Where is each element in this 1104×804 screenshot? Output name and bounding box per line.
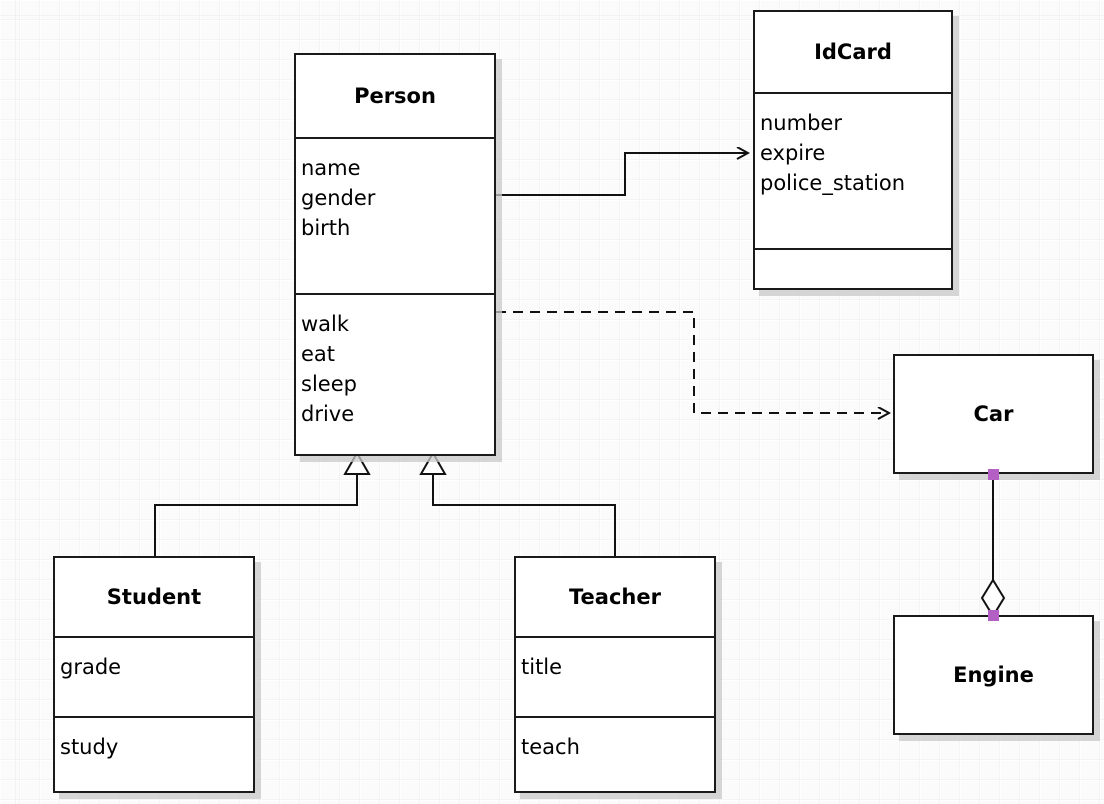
connector-person-idcard[interactable]	[496, 153, 748, 196]
class-box-idcard[interactable]: IdCard number expire police_station	[753, 10, 953, 290]
class-methods-idcard	[755, 248, 951, 288]
class-box-teacher[interactable]: Teacher title teach	[514, 556, 716, 793]
class-box-engine[interactable]: Engine	[893, 615, 1094, 735]
class-title-person: Person	[354, 84, 436, 108]
class-methods-student: study	[55, 716, 253, 791]
class-title-engine: Engine	[953, 663, 1034, 687]
class-title-idcard: IdCard	[814, 40, 892, 64]
connector-person-car[interactable]	[496, 311, 889, 413]
connector-handle-target[interactable]	[988, 610, 999, 621]
class-methods-person: walk eat sleep drive	[296, 293, 494, 454]
connector-teacher-person[interactable]	[419, 450, 616, 556]
class-methods-teacher: teach	[516, 716, 714, 791]
class-box-car[interactable]: Car	[893, 354, 1094, 474]
class-title-student: Student	[106, 585, 202, 609]
class-attributes-idcard: number expire police_station	[755, 92, 951, 248]
connector-student-person[interactable]	[154, 450, 371, 556]
class-title-teacher: Teacher	[569, 585, 661, 609]
class-title-car: Car	[973, 402, 1014, 426]
connector-car-engine[interactable]	[980, 474, 1006, 618]
class-box-student[interactable]: Student grade study	[53, 556, 255, 793]
class-attributes-person: name gender birth	[296, 137, 494, 293]
class-attributes-student: grade	[55, 636, 253, 716]
class-box-person[interactable]: Person name gender birth walk eat sleep …	[294, 53, 496, 456]
class-attributes-teacher: title	[516, 636, 714, 716]
connector-handle-source[interactable]	[988, 469, 999, 480]
